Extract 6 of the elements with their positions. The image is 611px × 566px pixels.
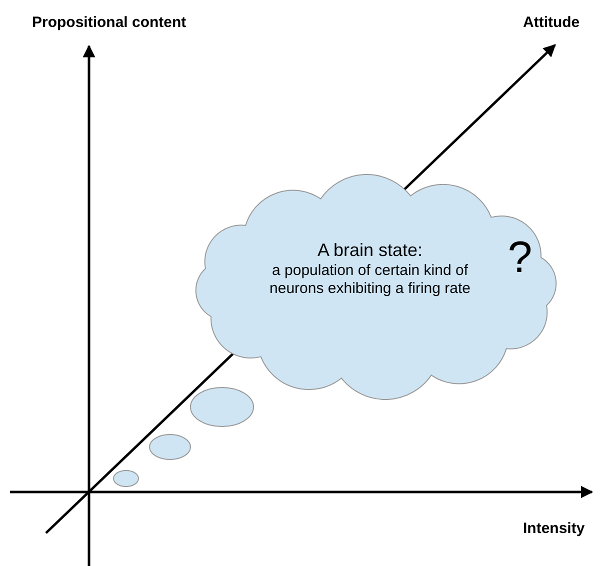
axis-label: Attitude bbox=[523, 14, 580, 31]
axis-label: Propositional content bbox=[32, 14, 186, 31]
question-mark: ? bbox=[506, 232, 534, 284]
axis-label: Intensity bbox=[523, 520, 585, 537]
cloud-text: a population of certain kind of neurons exhibiting a firing rate bbox=[268, 262, 472, 298]
cloud-heading: A brain state: bbox=[316, 240, 424, 262]
